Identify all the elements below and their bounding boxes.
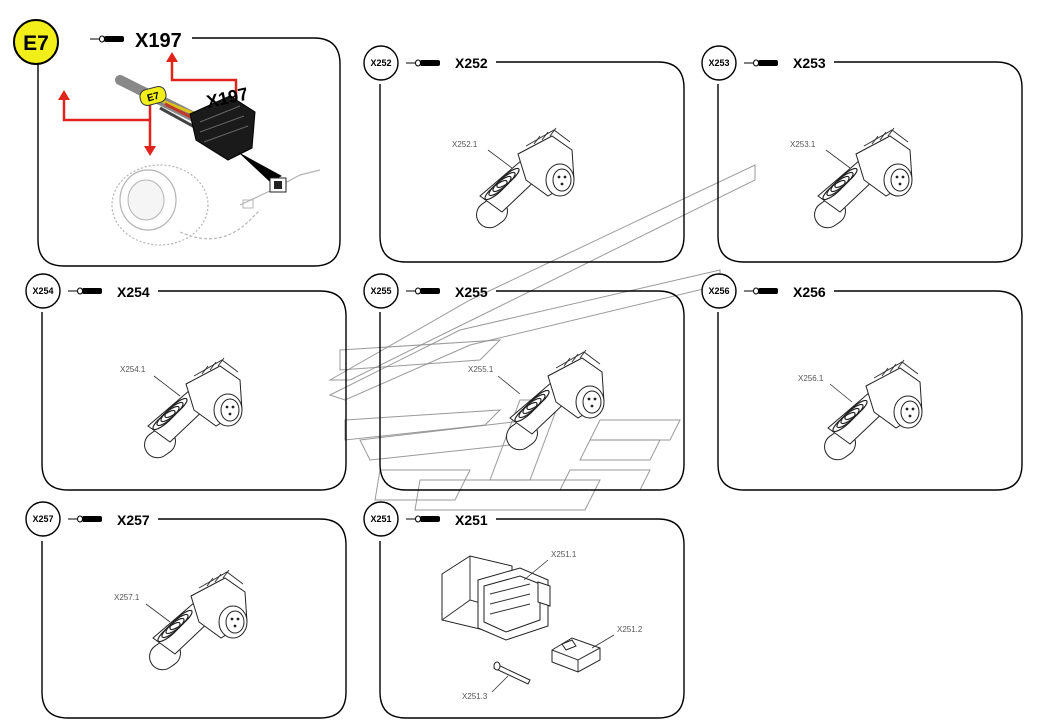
x256-plug-drawing bbox=[818, 359, 923, 466]
x253-part-label: X253.1 bbox=[790, 140, 816, 149]
x255-part-label: X255.1 bbox=[468, 365, 494, 374]
panel-x256: X256 X256 X256.1 bbox=[701, 273, 1023, 491]
e7-badge-label: E7 bbox=[23, 32, 49, 55]
x251-part-2-label: X251.2 bbox=[617, 625, 643, 634]
x254-part-label: X254.1 bbox=[120, 365, 146, 374]
x253-plug-drawing bbox=[808, 127, 913, 234]
x252-part-label: X252.1 bbox=[452, 140, 478, 149]
x251-circle-label: X251 bbox=[370, 514, 391, 524]
red-arrows bbox=[62, 58, 238, 150]
x255-header: X255 bbox=[455, 284, 488, 300]
x255-circle-label: X255 bbox=[370, 286, 391, 296]
e7-badge bbox=[13, 19, 59, 65]
x197-callout-badge: E7 bbox=[139, 85, 167, 107]
x257-header: X257 bbox=[117, 512, 150, 528]
panel-x255: X255 X255 X255.1 bbox=[363, 273, 685, 491]
x255-plug-drawing bbox=[500, 349, 605, 456]
x251-housing-drawing bbox=[441, 555, 551, 641]
x257-plug-drawing bbox=[143, 569, 248, 676]
x256-part-label: X256.1 bbox=[798, 374, 824, 383]
lamp-drawing bbox=[111, 164, 321, 246]
panel-x252: X252 X252 X252.1 bbox=[363, 45, 685, 263]
x252-circle-label: X252 bbox=[370, 58, 391, 68]
x251-pin-drawing bbox=[493, 661, 531, 685]
panel-x254: X254 X254 X254.1 bbox=[25, 273, 347, 491]
x256-circle-label: X256 bbox=[708, 286, 729, 296]
x251-part-1-label: X251.1 bbox=[551, 550, 577, 559]
panel-x251: X251 X251 X251.1 X251.2 X251.3 bbox=[363, 501, 685, 719]
x252-plug-drawing bbox=[470, 127, 575, 234]
watermark-logo bbox=[328, 164, 756, 511]
x256-header: X256 bbox=[793, 284, 826, 300]
x253-circle-label: X253 bbox=[708, 58, 729, 68]
x251-part-3-label: X251.3 bbox=[462, 692, 488, 701]
x257-circle-label: X257 bbox=[32, 514, 53, 524]
panel-x253: X253 X253 X253.1 bbox=[701, 45, 1023, 263]
x254-header: X254 bbox=[117, 284, 150, 300]
x254-circle-label: X254 bbox=[32, 286, 53, 296]
x257-part-label: X257.1 bbox=[114, 593, 140, 602]
x251-header: X251 bbox=[455, 512, 488, 528]
x253-header: X253 bbox=[793, 55, 826, 71]
panel-e7-x197: E7 X197 E7 X197 bbox=[13, 19, 341, 267]
callout-e7-label: E7 bbox=[146, 90, 161, 104]
x252-header: X252 bbox=[455, 55, 488, 71]
x254-plug-drawing bbox=[138, 357, 243, 464]
small-connector-drawing bbox=[269, 177, 287, 193]
panel-x257: X257 X257 X257.1 bbox=[25, 501, 347, 719]
x251-lock-drawing bbox=[551, 637, 601, 673]
x197-header: X197 bbox=[135, 30, 182, 52]
